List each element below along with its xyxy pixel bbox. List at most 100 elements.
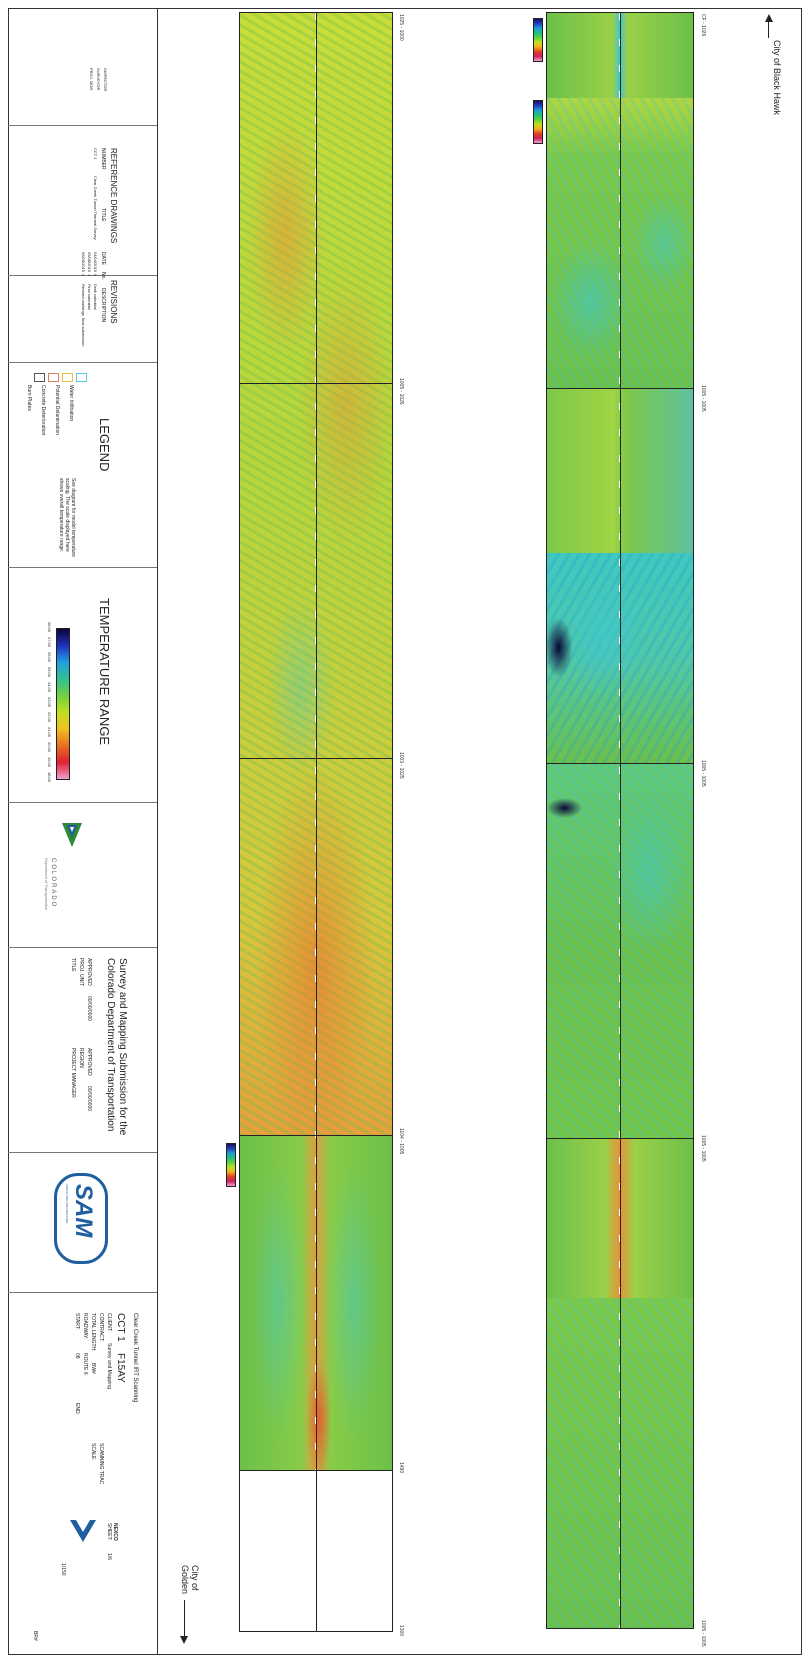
- sam-logo-text: SAM: [70, 1184, 97, 1238]
- end-label: END:: [74, 1403, 80, 1415]
- rev-row-1-date: 04/04/2019: [93, 252, 98, 273]
- temperature-tick: 23.00: [47, 697, 52, 708]
- right-scan-strip: [546, 12, 694, 1629]
- roadway-label: ROADWAY:: [82, 1313, 88, 1340]
- right-divider: [620, 13, 621, 1628]
- rev-header-date: DATE: [100, 252, 106, 265]
- left-station-6: 1300: [398, 1625, 404, 1637]
- sheet-value: 1/6: [106, 1553, 112, 1560]
- blackhawk-arrow-icon: [765, 14, 773, 22]
- legend-swatch-burn: [34, 373, 45, 382]
- agency-dept: Department of Transportation: [44, 858, 49, 911]
- ref-row-title: Clear Creek Tunnel Thermal Survey: [93, 176, 98, 240]
- right-mini-scale-2: [533, 100, 543, 144]
- rev-row-3-desc: Revised markings, final submission: [81, 284, 86, 347]
- rev-row-2-date: 05/08/2019: [87, 252, 92, 273]
- project-name: Clear Creek Tunnel IRT Scanning: [132, 1313, 138, 1403]
- legend-title: LEGEND: [97, 418, 112, 472]
- bottom-code: BR#: [32, 1631, 38, 1641]
- sheet-note-1: INSPECTOR: [103, 68, 108, 92]
- legend-note: See diagram for model temperature scalin…: [58, 478, 76, 557]
- temperature-tick: 21.00: [47, 727, 52, 738]
- temperature-tick: 20.00: [47, 742, 52, 753]
- left-station-1: 1025 - 1000: [398, 14, 404, 41]
- rev-row-3-date: 06/06/2019: [81, 252, 86, 273]
- agency-name: COLORADO: [50, 858, 56, 909]
- temperature-tick: 28.00: [47, 622, 52, 633]
- temperature-tick: 22.00: [47, 712, 52, 723]
- right-station-4: 1005 - 1005: [700, 1135, 706, 1162]
- city-golden-label: City of Golden: [180, 1565, 200, 1595]
- legend-swatch-delam: [62, 373, 73, 382]
- submission2-field-2-label: REGION: [78, 1048, 84, 1068]
- city-blackhawk-label: City of Black Hawk: [772, 40, 782, 116]
- agency-block: COLORADO Department of Transportation: [8, 803, 157, 948]
- submission-field-2-label: PROJ. UNIT: [78, 958, 84, 986]
- legend-label-burn: Burn Plates: [26, 385, 32, 411]
- right-station-line-2: [547, 763, 693, 764]
- nexco-logo-icon: [70, 1520, 96, 1542]
- ref-header-title: TITLE: [100, 208, 106, 222]
- legend-label-concrete: Concrete Deterioration: [40, 385, 46, 436]
- rev-row-2-desc: Final submittal: [87, 284, 92, 310]
- legend-swatch-water: [76, 373, 87, 382]
- contract-label: CONTRACT:: [98, 1313, 104, 1342]
- rev-row-1-desc: Draft submittal: [93, 284, 98, 310]
- reference-drawings: REFERENCE DRAWINGS NUMBER TITLE CCT 1 Cl…: [8, 126, 157, 276]
- left-scan-strip: [239, 12, 393, 1632]
- reference-drawings-title: REFERENCE DRAWINGS: [109, 148, 118, 244]
- right-station-5: 1005 - 1005: [700, 1620, 706, 1647]
- temperature-tick: 19.00: [47, 757, 52, 768]
- rev-row-2-no: 1: [87, 274, 92, 277]
- ref-header-number: NUMBER: [100, 148, 106, 170]
- submission2-field-3-label: PROJECT MANAGER: [70, 1048, 76, 1098]
- revisions: REVISIONS DATE No. DESCRIPTION 04/04/201…: [8, 248, 157, 363]
- left-mini-scale: [226, 1143, 236, 1187]
- cdot-logo-icon: [62, 823, 82, 847]
- roadway-value: ROUTE 6: [82, 1353, 88, 1375]
- submission-field-1-label: APPROVED: [86, 958, 92, 986]
- rev-row-3-no: 2: [81, 274, 86, 277]
- project-subcode: F15AY: [115, 1353, 126, 1383]
- rev-header-no: No.: [100, 272, 106, 280]
- left-station-line-4: [240, 1470, 392, 1471]
- right-station-1: CF - 1026: [700, 14, 706, 37]
- rev-row-1-no: 0: [93, 274, 98, 277]
- sheet-label: SHEET:: [106, 1523, 112, 1541]
- revisions-title: REVISIONS: [109, 280, 118, 324]
- right-station-line-3: [547, 1138, 693, 1139]
- left-station-3: 1003 - 1025: [398, 752, 404, 779]
- sam-logo-block: SAM SURVEYING AND MAPPING: [8, 1153, 157, 1293]
- sheet-note-3: PROJ. MGR.: [89, 68, 94, 92]
- submission-field-3-label: TITLE: [70, 958, 76, 972]
- left-station-4: 1104 - 1005: [398, 1128, 404, 1155]
- temperature-tick: 24.00: [47, 682, 52, 693]
- blackhawk-arrow-line: [768, 20, 769, 38]
- temperature-tick: 26.00: [47, 652, 52, 663]
- scale-label: SCALE:: [90, 1443, 96, 1461]
- legend: LEGEND Water Infiltration Potential Dela…: [8, 363, 157, 568]
- total-length-value: BW#: [90, 1363, 96, 1374]
- golden-arrow-line: [184, 1600, 185, 1640]
- start-label: START:: [74, 1313, 80, 1330]
- ref-row-number: CCT 1: [93, 148, 98, 160]
- sheet-notes: INSPECTOR SURVEYOR PROJ. MGR.: [8, 8, 157, 126]
- left-station-line-2: [240, 758, 392, 759]
- submission-block: Survey and Mapping Submission for the Co…: [8, 948, 157, 1153]
- start-value: 08: [74, 1353, 80, 1359]
- nexco-brand: NEXCO: [112, 1523, 118, 1541]
- submission-heading: Survey and Mapping Submission for the Co…: [105, 958, 128, 1136]
- scanning-label: SCANNING TRAC: [98, 1443, 104, 1485]
- left-station-line-1: [240, 383, 392, 384]
- temperature-scale-bar: [56, 628, 70, 780]
- right-mini-scale-1: [533, 18, 543, 62]
- left-station-line-3: [240, 1135, 392, 1136]
- sheet-value-2: 1/150: [60, 1563, 66, 1576]
- right-station-2: 1005 - 1005: [700, 385, 706, 412]
- sam-logo-sub: SURVEYING AND MAPPING: [65, 1184, 69, 1224]
- rev-header-desc: DESCRIPTION: [100, 288, 106, 323]
- left-station-2: 1005 - 1026: [398, 378, 404, 405]
- legend-label-water: Water Infiltration: [68, 385, 74, 422]
- sam-logo-icon: SAM SURVEYING AND MAPPING: [54, 1173, 108, 1264]
